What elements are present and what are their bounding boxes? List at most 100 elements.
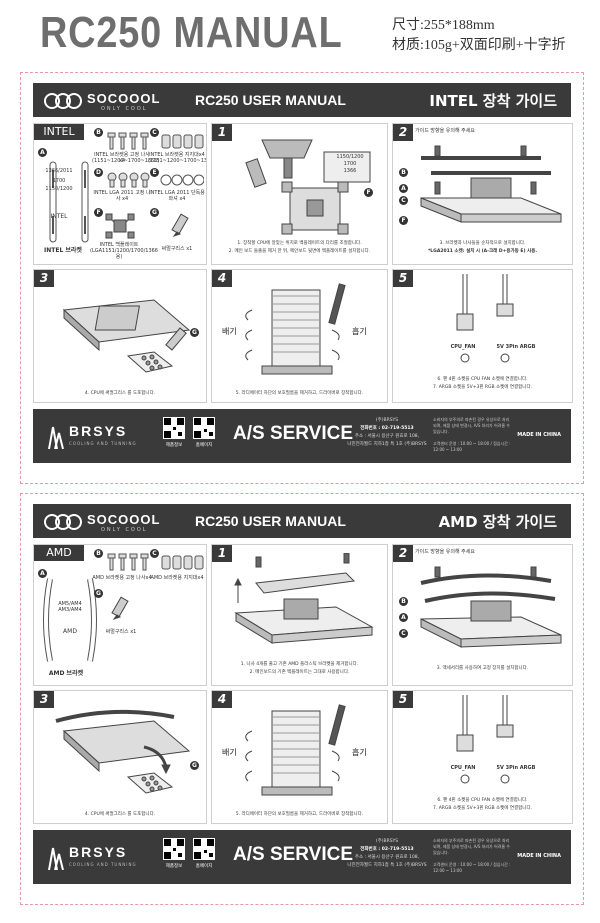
backplate-adjust-illustration: [245, 139, 371, 235]
brsys-name: BRSYS: [69, 844, 128, 860]
lga2011-screw-icon: [107, 172, 150, 188]
as-address: 주소 : 서울시 용산구 원효로 108,: [354, 434, 420, 439]
thermal-paste-icon: [111, 596, 129, 620]
part-a-badge: A: [38, 148, 47, 157]
product-qr-icon[interactable]: [163, 838, 185, 860]
standoff-icon: [161, 134, 204, 149]
step-3-g-badge: G: [190, 761, 199, 770]
argb-label: 5V 3Pin ARGB: [496, 765, 536, 771]
step-4-caption: 5. 라디에이터 하단의 보호필름을 제거하고, 드라이버로 장착합니다.: [235, 391, 364, 396]
exhaust-label: 배기: [222, 327, 237, 336]
exhaust-label: 배기: [222, 748, 237, 757]
brsys-name: BRSYS: [69, 423, 128, 439]
step-2-b-badge: B: [399, 168, 408, 177]
logo-rings-icon: [44, 514, 82, 530]
as-notes: 소비자의 부주의로 파손된 경우 유상으로 처리되며, 제품 상태 변경시, A…: [433, 417, 511, 453]
intel-size-1150: 1150/1200: [45, 186, 73, 192]
made-in-label: MADE IN CHINA: [517, 853, 561, 859]
brsys-logo: BRSYS COOLING AND TUNNING: [45, 842, 155, 874]
brsys-tagline: COOLING AND TUNNING: [69, 441, 137, 446]
part-c-badge: C: [150, 549, 159, 558]
step-1-caption-1: 1. 장착할 CPU에 알맞는 위치로 백플레이트의 다리를 조절합니다.: [237, 241, 362, 246]
part-b-name: AMD 브라켓용 고정 나사x4: [92, 575, 152, 581]
intake-label: 흡기: [352, 327, 367, 336]
part-f-sizes: (LGA1151/1200/1700/1366용): [90, 248, 158, 260]
fan-connector-illustration: [456, 695, 514, 784]
manual-title: RC250 USER MANUAL: [195, 513, 346, 529]
amd-header-band: SOCOOOL ONLY COOL RC250 USER MANUAL AMD …: [33, 504, 571, 538]
as-service-title: A/S SERVICE: [233, 423, 354, 444]
amd-bracket-mark: AMD: [63, 628, 77, 635]
logo-tagline: ONLY COOL: [101, 527, 148, 533]
step-1-f-badge: F: [364, 188, 373, 197]
size-spec: 尺寸:255*188mm: [392, 18, 495, 33]
product-qr-icon[interactable]: [163, 417, 185, 439]
step-5-number: 5: [393, 691, 413, 708]
thermal-paste-icon: [171, 213, 189, 237]
as-hours: 고객센터 운영 : 10:00 ~ 18:00 / 점심시간 : 12:00 ~…: [433, 441, 511, 452]
amd-service-band: BRSYS COOLING AND TUNNING 제품정보 홈페이지 A/S …: [33, 830, 571, 884]
step-2-number: 2: [393, 545, 413, 562]
screw-icon: [107, 132, 149, 150]
product-qr-label: 제품정보: [165, 443, 183, 448]
fan-connector-illustration: [456, 274, 514, 363]
as-policy: 소비자의 부주의로 파손된 경우 유상으로 처리되며, 제품 상태 변경시, A…: [433, 838, 510, 855]
logo-text: SOCOOOL: [87, 91, 161, 106]
step-3-g-badge: G: [190, 328, 199, 337]
amd-bracket-name: AMD 브라켓: [48, 670, 84, 677]
homepage-qr-label: 홈페이지: [195, 864, 213, 869]
step-4-number: 4: [212, 691, 232, 708]
intel-bracket-mark: INTEL: [50, 213, 68, 220]
step-4-caption: 5. 라디에이터 하단의 보호필름을 제거하고, 드라이버로 장착합니다.: [235, 812, 364, 817]
screw-icon: [107, 553, 149, 571]
amd-step-1: 1 1. 나사 4개를 풀고 기존 AMD 플라스틱 브라켓을 제거합니다. 2…: [211, 544, 388, 686]
part-f-name: INTEL 백플레이트: [99, 242, 139, 248]
as-contact-info: (주)BRSYS 전화번호 : 02-719-5513 주소 : 서울시 용산구…: [347, 417, 427, 449]
intel-step-1: 1 1150/1200 1700 1366 F 1. 장착할 CPU에 알맞는 …: [211, 123, 388, 265]
as-contact-info: (주)BRSYS 전화번호 : 02-719-5513 주소 : 서울시 용산구…: [347, 838, 427, 870]
amd-bracket-remove-illustration: [234, 553, 374, 644]
step-1-caption-2: 2. 메인보드의 기존 백플레이트는 그대로 사용합니다.: [249, 670, 350, 675]
as-company: (주)BRSYS: [375, 418, 399, 423]
step-3-number: 3: [34, 691, 54, 708]
brand-logo: SOCOOOL ONLY COOL: [43, 89, 159, 113]
step-2-a-badge: A: [399, 613, 408, 622]
step-2-tip: 가이드 방향을 유의해 주세요: [415, 549, 475, 555]
part-b-name: INTEL 브라켓용 고정 나사x4: [94, 152, 150, 164]
step-1-caption-2: 2. 메인 보드 돌출을 제거 한 뒤, 메인보드 뒷면에 백플레이트를 설치합…: [228, 249, 371, 254]
intel-platform-label: INTEL: [34, 124, 84, 140]
part-a-badge: A: [38, 569, 47, 578]
amd-size-am5: AM5/AM4: [58, 601, 82, 607]
homepage-qr-icon[interactable]: [193, 838, 215, 860]
amd-sheet: SOCOOOL ONLY COOL RC250 USER MANUAL AMD …: [20, 493, 584, 905]
logo-text: SOCOOOL: [87, 512, 161, 527]
intel-bracket-icon: [49, 161, 89, 243]
amd-size-am3: AM3/AM4: [58, 607, 82, 613]
part-b-sizes: (1151~1200~1700~1366): [92, 158, 160, 164]
step-3-caption: 4. CPU에 써멀그리스 를 도포합니다.: [84, 391, 156, 396]
material-spec: 材质:105g+双面印刷+十字折: [392, 38, 566, 53]
as-company: (주)BRSYS: [375, 839, 399, 844]
brsys-logo: BRSYS COOLING AND TUNNING: [45, 421, 155, 453]
cooler-mount-illustration: [245, 283, 346, 375]
step-5-number: 5: [393, 270, 413, 287]
cooler-mount-illustration: [245, 704, 346, 796]
as-address-2: 나진전자월드 지하1층 특 1호 (주)BRSYS: [347, 442, 427, 447]
intel-step-2: 2 가이드 방향을 유의해 주세요 B A C F 3. 브라켓과 나사들을 순…: [392, 123, 573, 265]
homepage-qr-icon[interactable]: [193, 417, 215, 439]
thermal-paste-apply-illustration: [62, 299, 191, 373]
intel-size-1366: 1366/2011: [45, 168, 73, 174]
cpu-fan-label: CPU_FAN: [450, 765, 476, 771]
washer-icon: [160, 174, 204, 186]
amd-manual: SOCOOOL ONLY COOL RC250 USER MANUAL AMD …: [33, 504, 573, 894]
step-5-caption-2: 7. ARGB 소켓을 5V+3핀 RGB 소켓에 연결합니다.: [432, 806, 533, 811]
product-qr-label: 제품정보: [165, 864, 183, 869]
part-g-badge: G: [94, 589, 103, 598]
step-1-caption-1: 1. 나사 4개를 풀고 기존 AMD 플라스틱 브라켓을 제거합니다.: [240, 662, 359, 667]
flame-logo-icon: [48, 847, 64, 870]
step-1-number: 1: [212, 124, 232, 141]
part-b-badge: B: [94, 549, 103, 558]
step-1-size-1366: 1366: [343, 168, 357, 174]
page-title: RC250 MANUAL: [40, 8, 343, 57]
brand-logo: SOCOOOL ONLY COOL: [43, 510, 159, 534]
